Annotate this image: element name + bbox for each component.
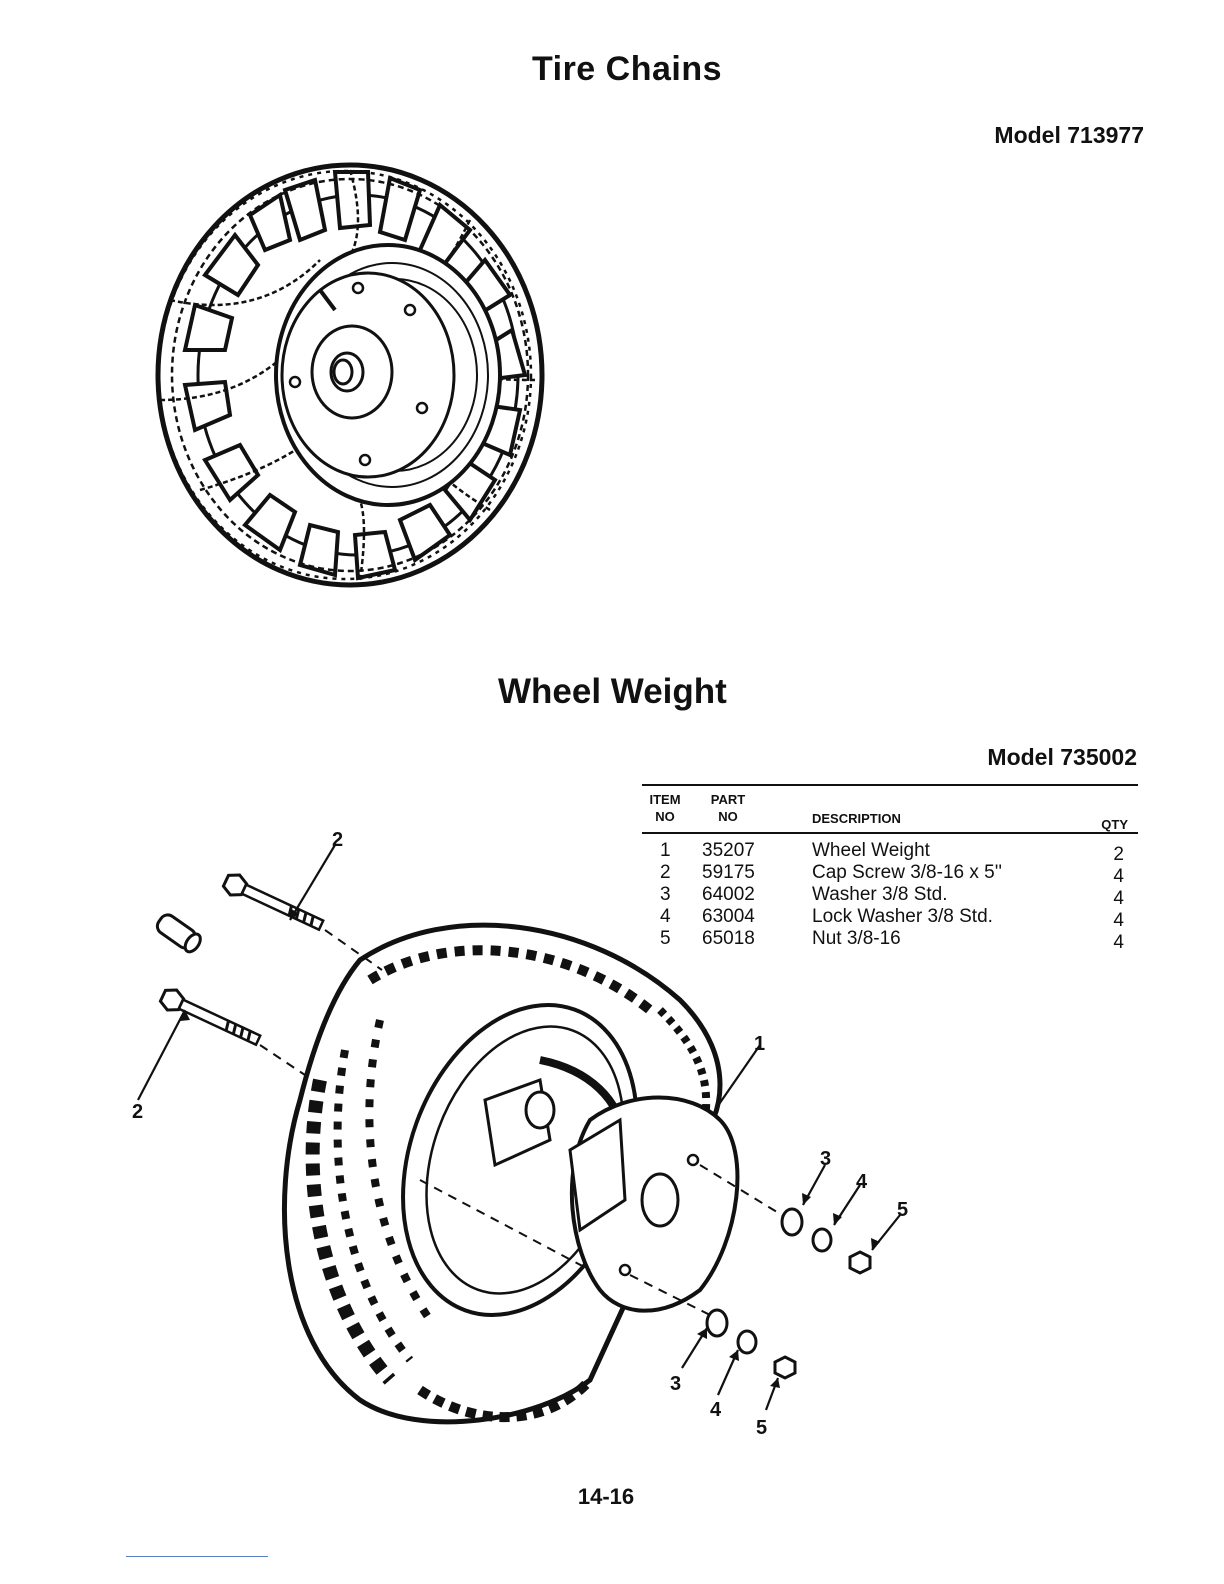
- cap-screw-upper: [221, 871, 325, 935]
- hardware: [707, 1209, 870, 1378]
- header-qty: QTY: [1101, 816, 1128, 833]
- lock-washer-lower: [738, 1331, 756, 1353]
- spacer-pin: [154, 912, 203, 955]
- callout-2-upper: 2: [332, 829, 343, 851]
- callout-1: 1: [754, 1033, 765, 1055]
- tire-chains-title: Tire Chains: [0, 50, 1224, 89]
- callout-5-upper: 5: [897, 1199, 908, 1221]
- cell-qty: 4: [1113, 932, 1124, 954]
- washer-lower: [707, 1310, 727, 1336]
- callout-5-lower: 5: [756, 1417, 767, 1439]
- callout-4-lower: 4: [710, 1399, 722, 1421]
- callout-3-lower: 3: [670, 1373, 681, 1395]
- wheel-weight-part: [570, 1098, 737, 1311]
- callout-4-upper: 4: [856, 1171, 868, 1193]
- nut-upper: [850, 1252, 870, 1273]
- callout-3-upper: 3: [820, 1148, 831, 1170]
- bottom-rule: [126, 1556, 268, 1557]
- tire-chains-illustration: [140, 150, 560, 600]
- wheel-weight-exploded-diagram: 2 2 1 3 4 5 3 4 5: [120, 820, 920, 1440]
- header-part-line1: PART: [711, 792, 745, 807]
- callout-2-lower: 2: [132, 1101, 143, 1123]
- tire-chains-model: Model 713977: [994, 122, 1144, 149]
- header-item-line1: ITEM: [649, 792, 680, 807]
- cap-screw-lower: [158, 986, 262, 1050]
- nut-lower: [775, 1357, 795, 1378]
- lock-washer-upper: [813, 1229, 831, 1251]
- page-number: 14-16: [0, 1484, 1212, 1510]
- wheel-weight-model: Model 735002: [987, 744, 1137, 771]
- washer-upper: [782, 1209, 802, 1235]
- wheel-weight-title: Wheel Weight: [498, 672, 727, 712]
